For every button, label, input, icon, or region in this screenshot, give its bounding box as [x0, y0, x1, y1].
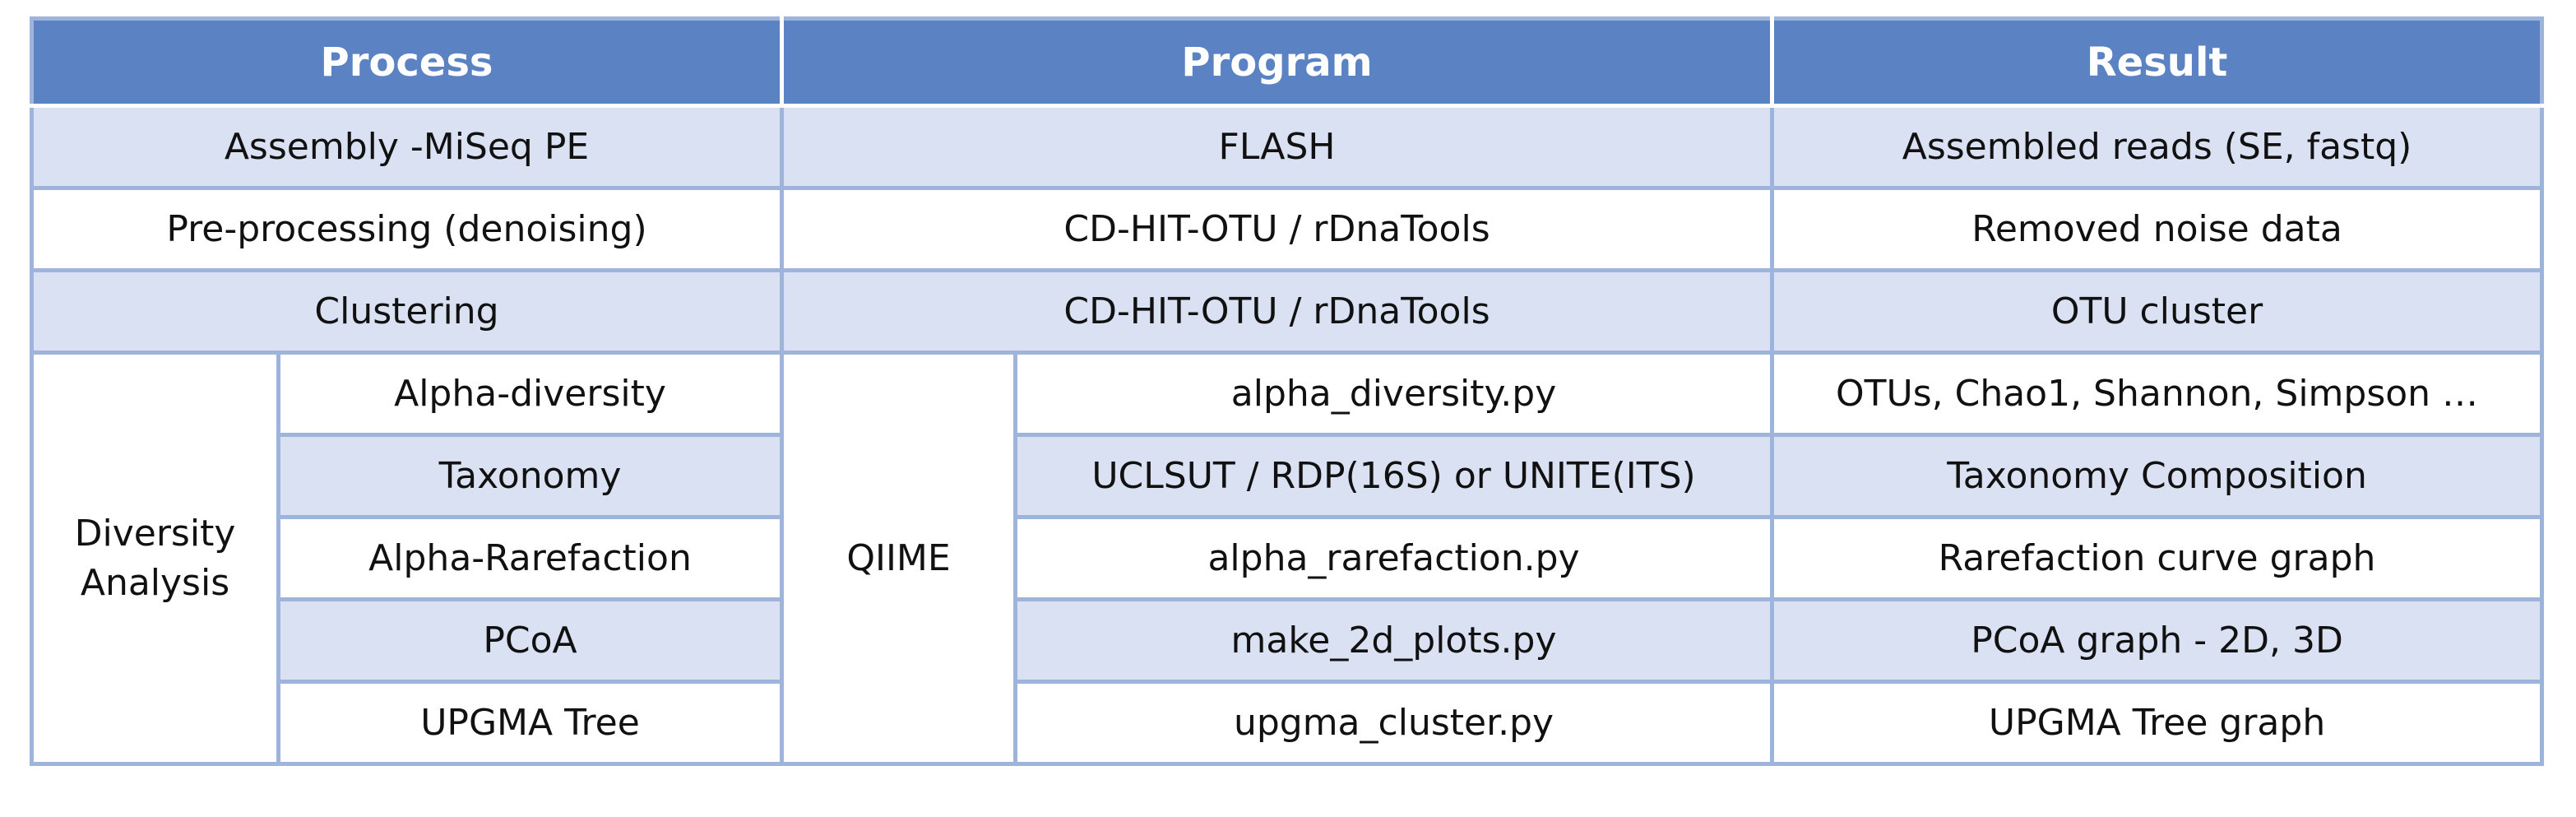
table-row: Pre-processing (denoising) CD-HIT-OTU / … — [29, 186, 2545, 272]
script-cell: make_2d_plots.py — [1013, 597, 1775, 684]
result-cell: Removed noise data — [1770, 186, 2545, 272]
script-cell: upgma_cluster.py — [1013, 680, 1775, 766]
diversity-label-line1: Diversity — [74, 513, 236, 555]
step-cell: Taxonomy — [276, 433, 785, 519]
table-row: PCoA make_2d_plots.py PCoA graph - 2D, 3… — [32, 597, 2545, 684]
diversity-label-line2: Analysis — [80, 561, 230, 604]
table-header-row: Process Program Result — [29, 16, 2545, 108]
table-row: Alpha-Rarefaction alpha_rarefaction.py R… — [32, 515, 2545, 601]
result-cell: OTU cluster — [1770, 268, 2545, 355]
pipeline-table-container: Process Program Result Assembly -MiSeq P… — [29, 16, 2545, 766]
script-cell: alpha_diversity.py — [1013, 350, 1775, 437]
result-cell: Rarefaction curve graph — [1770, 515, 2545, 601]
result-cell: OTUs, Chao1, Shannon, Simpson … — [1770, 350, 2545, 437]
program-cell: CD-HIT-OTU / rDnaTools — [780, 268, 1775, 355]
result-cell: Taxonomy Composition — [1770, 433, 2545, 519]
step-cell: UPGMA Tree — [276, 680, 785, 766]
script-cell: UCLSUT / RDP(16S) or UNITE(ITS) — [1013, 433, 1775, 519]
header-result: Result — [1770, 16, 2545, 108]
pipeline-table: Process Program Result Assembly -MiSeq P… — [29, 16, 2545, 766]
step-cell: Alpha-diversity — [276, 350, 785, 437]
result-cell: UPGMA Tree graph — [1770, 680, 2545, 766]
process-cell: Clustering — [29, 268, 785, 355]
diversity-group-cell: Diversity Analysis — [30, 350, 280, 766]
program-cell: CD-HIT-OTU / rDnaTools — [780, 186, 1775, 272]
header-process: Process — [29, 16, 785, 108]
program-cell: FLASH — [780, 104, 1775, 190]
table-row: UPGMA Tree upgma_cluster.py UPGMA Tree g… — [32, 680, 2545, 766]
table-row: Clustering CD-HIT-OTU / rDnaTools OTU cl… — [29, 268, 2545, 355]
script-cell: alpha_rarefaction.py — [1013, 515, 1775, 601]
result-cell: Assembled reads (SE, fastq) — [1770, 104, 2545, 190]
table-row: Taxonomy UCLSUT / RDP(16S) or UNITE(ITS)… — [32, 433, 2545, 519]
table-row: Assembly -MiSeq PE FLASH Assembled reads… — [29, 104, 2545, 190]
qiime-tool-cell: QIIME — [780, 350, 1018, 766]
process-cell: Assembly -MiSeq PE — [29, 104, 785, 190]
result-cell: PCoA graph - 2D, 3D — [1770, 597, 2545, 684]
step-cell: PCoA — [276, 597, 785, 684]
process-cell: Pre-processing (denoising) — [29, 186, 785, 272]
table-row: Diversity Analysis Alpha-diversity QIIME… — [30, 350, 2545, 766]
step-cell: Alpha-Rarefaction — [276, 515, 785, 601]
header-program: Program — [780, 16, 1775, 108]
